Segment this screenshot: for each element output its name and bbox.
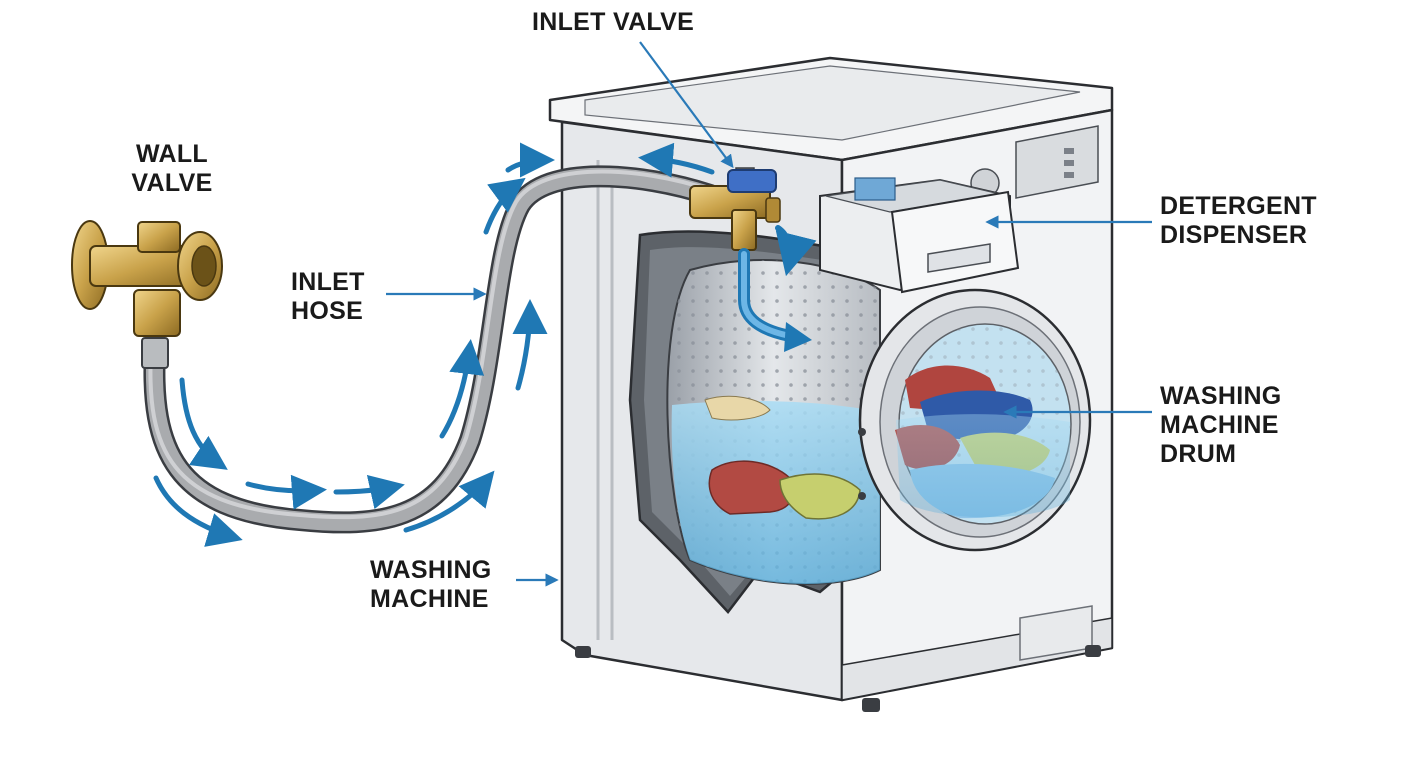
flow-arrow [179, 377, 228, 470]
flow-arrow [153, 475, 243, 547]
flow-arrow [505, 142, 555, 178]
flow-arrow [483, 177, 526, 235]
label-inlet-valve: INLET VALVE [532, 8, 695, 36]
flow-arrow [638, 142, 715, 178]
door [858, 288, 1092, 552]
label-inlet-hose: INLET HOSE [291, 268, 365, 325]
water-flow-arrows [153, 142, 715, 547]
flow-arrow [333, 474, 405, 510]
label-detergent-dispenser: DETERGENT DISPENSER [1160, 192, 1317, 249]
label-wall-valve: WALL VALVE [131, 140, 213, 197]
wall-valve [71, 220, 223, 337]
flow-arrow [403, 470, 495, 533]
inlet-hose [141, 165, 721, 534]
leader-inlet-valve [639, 41, 734, 169]
flow-arrow [245, 474, 327, 510]
drum-fill-arrow [738, 225, 817, 352]
leader-lines [386, 41, 1152, 587]
flow-arrow [512, 299, 548, 391]
label-washing-machine: WASHING MACHINE [370, 556, 492, 613]
label-washing-machine-drum: WASHING MACHINE DRUM [1160, 382, 1282, 468]
detergent-dispenser [819, 177, 1020, 294]
flow-arrow [439, 339, 485, 439]
washing-machine-drum [666, 259, 881, 585]
